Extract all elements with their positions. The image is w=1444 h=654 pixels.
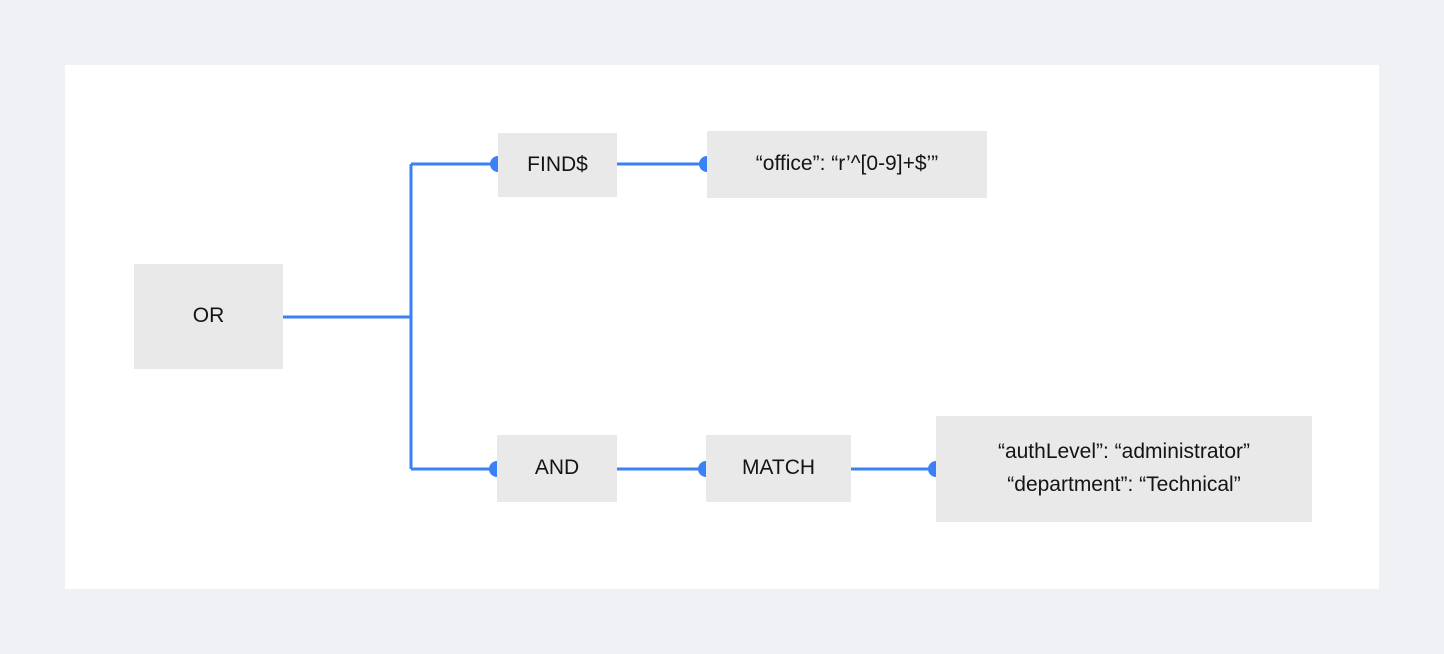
node-or-label: OR	[192, 304, 225, 328]
node-find-value-label: “office”: “r’^[0-9]+$’”	[755, 152, 939, 176]
node-match-value-line2: “department”: “Technical”	[1007, 473, 1241, 496]
diagram-canvas: OR FIND$ “office”: “r’^[0-9]+$’” AND MAT…	[65, 65, 1379, 589]
node-match-label: MATCH	[741, 456, 816, 480]
node-find-value[interactable]: “office”: “r’^[0-9]+$’”	[707, 131, 987, 198]
node-match-value[interactable]: “authLevel”: “administrator” “department…	[936, 416, 1312, 522]
node-or[interactable]: OR	[134, 264, 283, 369]
node-and-label: AND	[534, 456, 580, 480]
node-and[interactable]: AND	[497, 435, 617, 502]
node-find-label: FIND$	[527, 152, 588, 176]
node-find[interactable]: FIND$	[498, 133, 617, 197]
node-match[interactable]: MATCH	[706, 435, 851, 502]
node-match-value-line1: “authLevel”: “administrator”	[997, 440, 1251, 464]
